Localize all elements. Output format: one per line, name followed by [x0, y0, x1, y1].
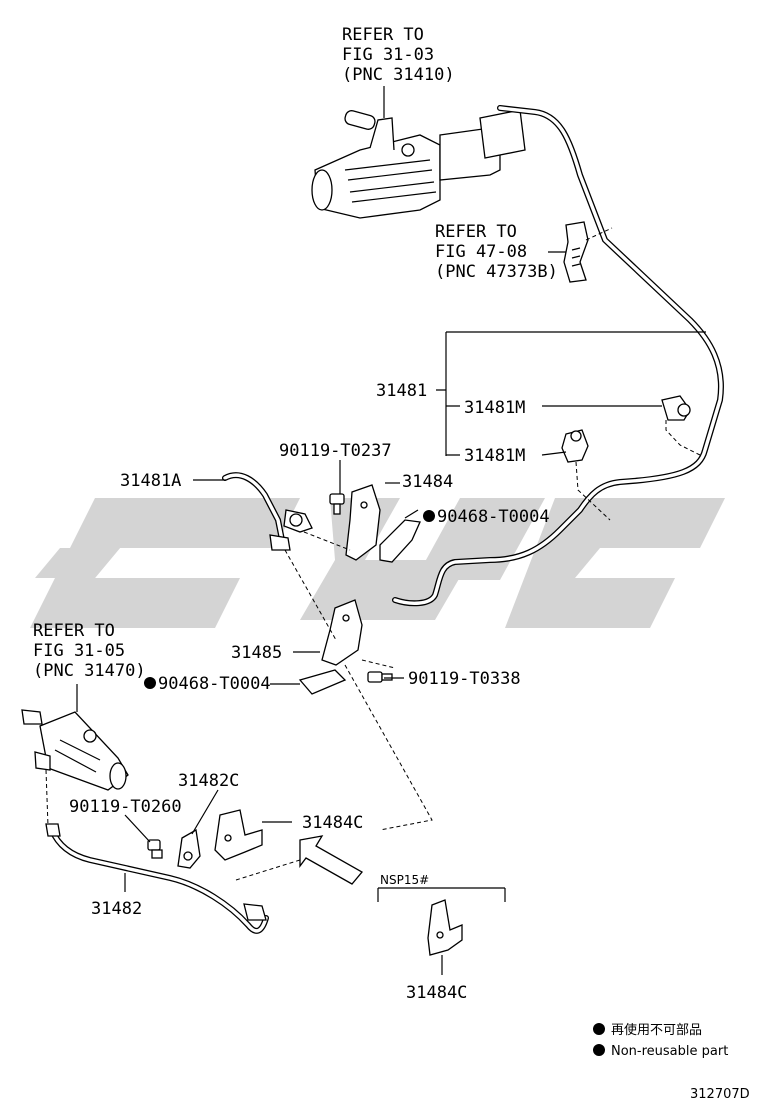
bracket-31485: [321, 599, 363, 666]
pipe-clamp-47373B: [563, 221, 589, 283]
part-label-90119-T0260: 90119-T0260: [69, 797, 182, 817]
ref-line2: FIG 47-08: [435, 242, 527, 262]
non-reusable-marker: [144, 677, 156, 689]
bracket-31484C: [214, 809, 263, 861]
ref-line3: (PNC 31470): [33, 661, 146, 681]
part-label-31482: 31482: [91, 899, 142, 919]
clutch-master-cylinder: [311, 109, 526, 219]
part-label-90468-T0004-upper: 90468-T0004: [437, 507, 550, 527]
bracket-31482C: [177, 828, 201, 869]
reference-fig-31-03: REFER TO FIG 31-03 (PNC 31410): [342, 25, 455, 85]
part-label-31484C-variant: 31484C: [406, 983, 467, 1003]
legend-text-jp: 再使用不可部品: [611, 1022, 702, 1038]
direction-arrow: [299, 835, 363, 885]
part-label-90468-T0004-lower: 90468-T0004: [158, 674, 271, 694]
variant-label: NSP15#: [380, 873, 429, 887]
pipe-clip-31481M-upper: [661, 395, 691, 421]
non-reusable-marker: [423, 510, 435, 522]
part-label-31485: 31485: [231, 643, 282, 663]
bolt-90119-T0338: [367, 671, 393, 683]
ref-line2: FIG 31-03: [342, 45, 434, 65]
part-label-31481M-lower: 31481M: [464, 446, 525, 466]
reference-fig-31-05: REFER TO FIG 31-05 (PNC 31470): [33, 621, 146, 681]
pipe-clip-31481M-lower: [561, 429, 589, 463]
ref-line1: REFER TO: [342, 25, 424, 45]
variant-bracket-box: [377, 887, 506, 956]
legend-marker: [593, 1044, 605, 1056]
legend: 再使用不可部品 Non-reusable part: [593, 1022, 728, 1059]
part-label-31481: 31481: [376, 381, 427, 401]
bolt-90119-T0237: [329, 493, 345, 515]
clip-90468-T0004-lower: [298, 669, 347, 695]
part-label-31484: 31484: [402, 472, 453, 492]
clutch-release-pipe-31482: [45, 823, 269, 934]
diagram-id: 312707D: [690, 1087, 750, 1102]
part-label-31481A: 31481A: [120, 471, 181, 491]
ref-line3: (PNC 47373B): [435, 262, 558, 282]
ref-line2: FIG 31-05: [33, 641, 125, 661]
legend-text-en: Non-reusable part: [611, 1044, 728, 1059]
clutch-release-cylinder: [21, 709, 129, 791]
part-label-90119-T0237: 90119-T0237: [279, 441, 392, 461]
ref-line1: REFER TO: [435, 222, 517, 242]
ref-line1: REFER TO: [33, 621, 115, 641]
part-label-90119-T0338: 90119-T0338: [408, 669, 521, 689]
reference-fig-47-08: REFER TO FIG 47-08 (PNC 47373B): [435, 222, 558, 282]
bracket-31484: [345, 484, 381, 561]
legend-marker: [593, 1023, 605, 1035]
bolt-90119-T0260: [147, 839, 163, 859]
clip-90468-T0004-upper: [379, 519, 421, 563]
part-label-31481M-upper: 31481M: [464, 398, 525, 418]
clutch-flexible-hose-31481A: [222, 472, 313, 551]
part-label-31484C: 31484C: [302, 813, 363, 833]
clutch-line-pipe-31481: [392, 105, 724, 607]
part-label-31482C: 31482C: [178, 771, 239, 791]
ref-line3: (PNC 31410): [342, 65, 455, 85]
